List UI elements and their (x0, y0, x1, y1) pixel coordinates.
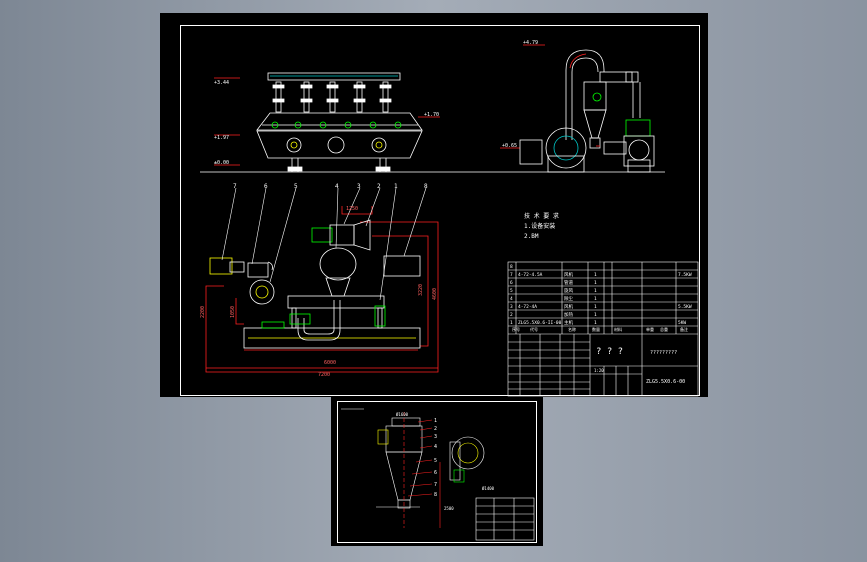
scale-value: 1:20 (594, 368, 604, 373)
detail-label-4: 4 (434, 444, 437, 450)
bom-cell-no: 5 (510, 288, 513, 294)
elev-cyclone-top: +4.79 (523, 40, 538, 46)
detail-label-5: 5 (434, 458, 437, 464)
bom-cell-power: 5KW (678, 320, 686, 326)
bom-cell-qty: 1 (594, 312, 597, 318)
bom-cell-name: 除尘 (564, 295, 573, 302)
bom-cell-code: 4-72-4.5A (518, 272, 543, 278)
callout-7: 7 (233, 183, 237, 190)
detail-dim-1: Ø1600 (396, 412, 409, 417)
dim-left-outer: 2200 (200, 306, 206, 318)
bom-cell-name: 旋风 (564, 287, 573, 294)
elev-left-low: ±0.00 (214, 160, 229, 166)
callout-3: 3 (357, 183, 361, 190)
drawing-number: ZLG5.5X0.6-00 (646, 379, 685, 385)
header-material: 材料 (614, 326, 622, 332)
bom-cell-no: 3 (510, 304, 513, 310)
cyclone-red-highlights (569, 53, 600, 147)
bom-cell-qty: 1 (594, 320, 597, 326)
bom-cell-no: 1 (510, 320, 513, 326)
elev-right-mid: +1.70 (424, 112, 439, 118)
bom-cell-no: 8 (510, 264, 513, 270)
plan-view (205, 206, 439, 373)
cyclone-elevation (519, 49, 655, 173)
callout-8: 8 (424, 183, 428, 190)
callout-2: 2 (377, 183, 381, 190)
header-qty: 数量 (592, 326, 600, 332)
technical-notes: 技 术 要 求 1.设备安装 2.BM (524, 212, 559, 240)
main-drawing-sheet[interactable] (160, 13, 708, 397)
callout-6: 6 (264, 183, 268, 190)
bom-cell-qty: 1 (594, 304, 597, 310)
bom-cell-qty: 1 (594, 288, 597, 294)
title-block (507, 261, 699, 397)
elevation-markers (214, 44, 545, 166)
bom-cell-code: 4-72-4A (518, 304, 537, 310)
callout-4: 4 (335, 183, 339, 190)
dim-right-outer: 4600 (432, 288, 438, 300)
elev-left-top: +3.44 (214, 80, 229, 86)
header-name: 名称 (568, 326, 576, 332)
header-code: 代号 (530, 326, 538, 332)
bom-table: 8 7 4-72-4.5A 风机 1 7.5KW 6 管道 1 5 旋风 1 4 除尘 1 3 4-72-4A 风… (510, 264, 692, 326)
cyclone-detail (341, 408, 535, 541)
detail-drawing-frame (337, 401, 537, 543)
callout-1: 1 (394, 183, 398, 190)
header-no: 序号 (512, 326, 520, 332)
detail-label-8: 8 (434, 492, 437, 498)
header-total-weight: 总重 (660, 326, 668, 332)
detail-label-1: 1 (434, 418, 437, 424)
bom-cell-qty: 1 (594, 280, 597, 286)
company-name: ????????? (650, 350, 677, 356)
detail-leaders (407, 419, 433, 497)
dryer-elevation (256, 72, 423, 172)
bom-cell-name: 加热 (564, 311, 573, 318)
bom-cell-no: 2 (510, 312, 513, 318)
bom-cell-name: 风机 (564, 271, 573, 278)
dim-right-inner: 3220 (418, 284, 424, 296)
callout-leaders (221, 187, 427, 301)
bom-cell-no: 4 (510, 296, 513, 302)
bom-cell-name: 风机 (564, 303, 573, 310)
bom-cell-name: 管道 (564, 279, 573, 286)
detail-label-3: 3 (434, 434, 437, 440)
bom-cell-power: 5.5KW (678, 304, 692, 310)
dim-bottom-inner: 6000 (324, 360, 336, 366)
detail-dim-3: 2500 (444, 506, 454, 511)
detail-label-2: 2 (434, 426, 437, 432)
bom-cell-name: 主机 (564, 319, 573, 326)
note-title: 技 术 要 求 (524, 212, 559, 220)
bom-cell-power: 7.5KW (678, 272, 692, 278)
dim-top: 1250 (346, 206, 358, 212)
detail-drawing-sheet[interactable] (331, 397, 543, 546)
note-1: 1.设备安装 (524, 222, 555, 230)
bom-cell-code: ZLG5.5X0.6-II-00 (518, 320, 562, 326)
note-2: 2.BM (524, 233, 539, 240)
bom-cell-qty: 1 (594, 296, 597, 302)
elev-left-mid: +1.97 (214, 135, 229, 141)
header-unit-weight: 单重 (646, 326, 654, 332)
bom-cell-no: 6 (510, 280, 513, 286)
drawing-title: ? ? ? (596, 347, 623, 357)
detail-label-7: 7 (434, 482, 437, 488)
bom-cell-qty: 1 (594, 272, 597, 278)
callout-5: 5 (294, 183, 298, 190)
main-drawing-frame (180, 25, 700, 396)
detail-label-6: 6 (434, 470, 437, 476)
detail-dim-2: Ø1400 (482, 486, 495, 491)
dim-bottom-outer: 7200 (318, 372, 330, 378)
dim-left-inner: 1050 (230, 306, 236, 318)
header-remark: 备注 (680, 326, 688, 332)
bom-cell-no: 7 (510, 272, 513, 278)
elev-blower: +0.65 (502, 143, 517, 149)
